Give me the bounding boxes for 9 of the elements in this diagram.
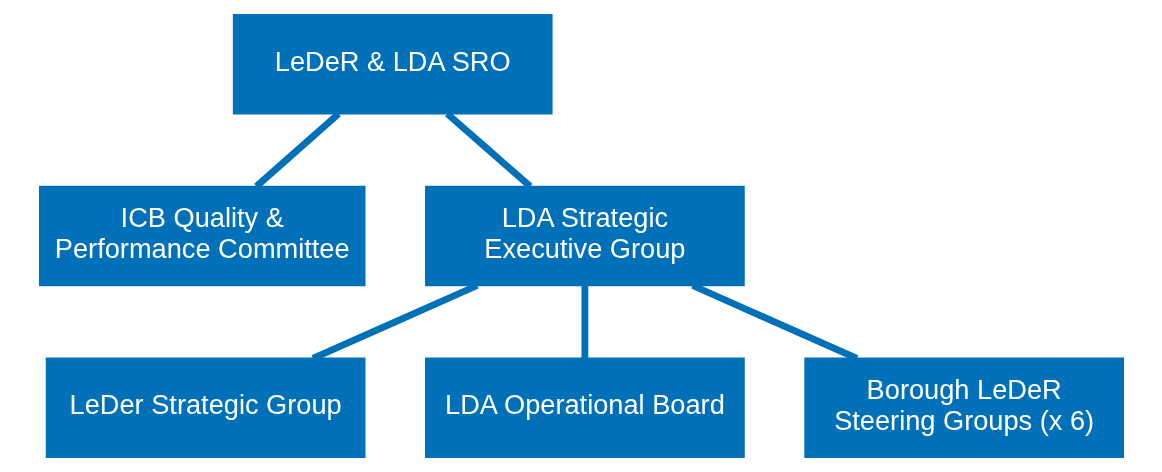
node-box: LDA Strategic Executive Group (424, 185, 745, 287)
connector (444, 111, 532, 189)
node-box: LeDer Strategic Group (45, 357, 365, 458)
connector (253, 111, 341, 189)
node-box: Borough LeDeR Steering Groups (x 6) (803, 357, 1124, 458)
connector (581, 285, 588, 359)
node-box: LeDeR & LDA SRO (232, 14, 553, 115)
node-box: LDA Operational Board (424, 357, 745, 458)
node-box: ICB Quality & Performance Committee (38, 185, 365, 287)
